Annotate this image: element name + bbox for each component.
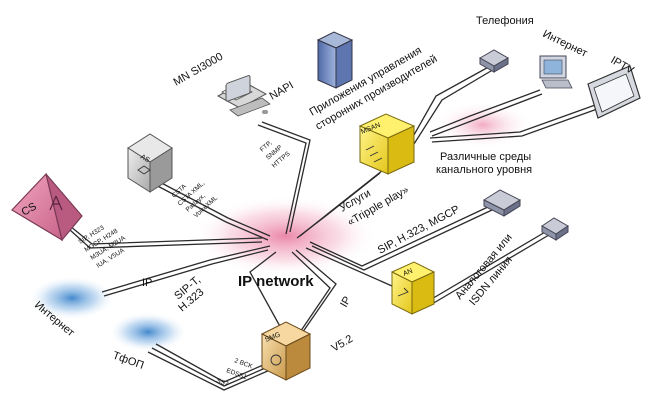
napi-label: NAPI bbox=[268, 79, 296, 102]
v52-label: V5.2 bbox=[330, 333, 356, 355]
mn-label: MN SI3000 bbox=[172, 51, 226, 89]
pstn-protocol-2: EDSS1 bbox=[225, 367, 248, 381]
antenna-icon bbox=[49, 195, 63, 211]
sip-phone-icon[interactable] bbox=[482, 189, 522, 217]
pstn-protocol-3: SS7 bbox=[215, 377, 229, 388]
server-node[interactable] bbox=[316, 31, 354, 89]
ip-network-label: IP network bbox=[238, 273, 314, 290]
pstn-cloud bbox=[108, 312, 188, 352]
gateway-icon bbox=[270, 354, 282, 366]
mn-workstation[interactable] bbox=[216, 75, 271, 117]
ip-right-label: IP bbox=[338, 294, 354, 309]
multiservice-icon bbox=[365, 145, 383, 163]
internet-top-label: Интернет bbox=[541, 28, 589, 60]
an-label: AN bbox=[402, 268, 414, 278]
monitor-icon bbox=[225, 75, 251, 102]
smg-node[interactable]: SMG bbox=[260, 321, 312, 381]
media-label-line1: Различные среды bbox=[440, 151, 531, 163]
gear-icon bbox=[137, 165, 151, 175]
pstn-cloud-label: ТфОП bbox=[111, 350, 145, 372]
internet-cloud bbox=[28, 276, 116, 320]
computer-icon[interactable] bbox=[539, 55, 573, 89]
cs-node[interactable]: CS bbox=[11, 172, 83, 242]
tv-icon[interactable] bbox=[587, 65, 641, 119]
msan-node[interactable]: MSAN bbox=[358, 113, 416, 175]
connection-lines bbox=[69, 63, 601, 391]
as-node[interactable]: AS bbox=[127, 133, 173, 193]
media-label-line2: канального уровня bbox=[436, 164, 532, 176]
mn-protocols: FTP, SNMP HTTPS bbox=[259, 140, 292, 170]
ip-network-glow bbox=[193, 196, 377, 276]
signal-icon bbox=[397, 287, 409, 297]
phone-icon[interactable] bbox=[478, 49, 510, 73]
analog-phone-icon[interactable] bbox=[541, 217, 569, 241]
ip-left-label: IP bbox=[142, 277, 152, 289]
an-node[interactable]: AN bbox=[390, 261, 436, 315]
pstn-protocol-1: 2 BCK bbox=[233, 357, 254, 370]
as-label: AS bbox=[139, 154, 151, 165]
telephony-label: Телефония bbox=[476, 15, 534, 27]
pstn-protocols: 2 BCK EDSS1 SS7 bbox=[215, 357, 254, 388]
mouse-icon bbox=[262, 110, 268, 114]
